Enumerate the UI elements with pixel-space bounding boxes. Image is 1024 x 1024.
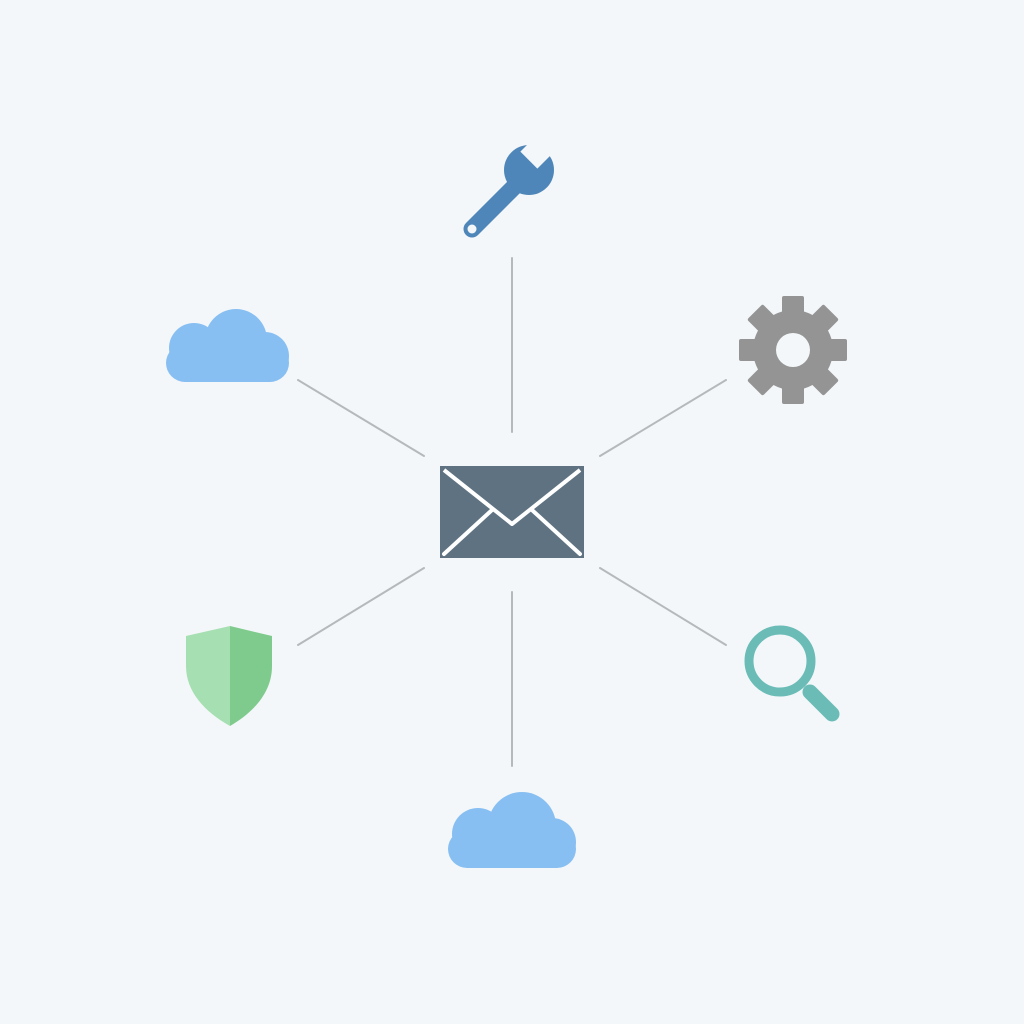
- connector-lower-left: [297, 567, 425, 646]
- connector-upper-left: [297, 379, 425, 457]
- connectors: [297, 257, 727, 767]
- wrench-icon: [463, 123, 566, 238]
- gear-icon: [739, 296, 847, 404]
- connector-lower-right: [599, 567, 727, 646]
- shield-icon: [186, 626, 272, 726]
- cloud-icon: [166, 309, 289, 382]
- magnifier-icon: [744, 625, 840, 722]
- connector-upper-right: [599, 379, 727, 457]
- envelope-icon: [440, 466, 584, 558]
- cloud-icon: [448, 792, 576, 868]
